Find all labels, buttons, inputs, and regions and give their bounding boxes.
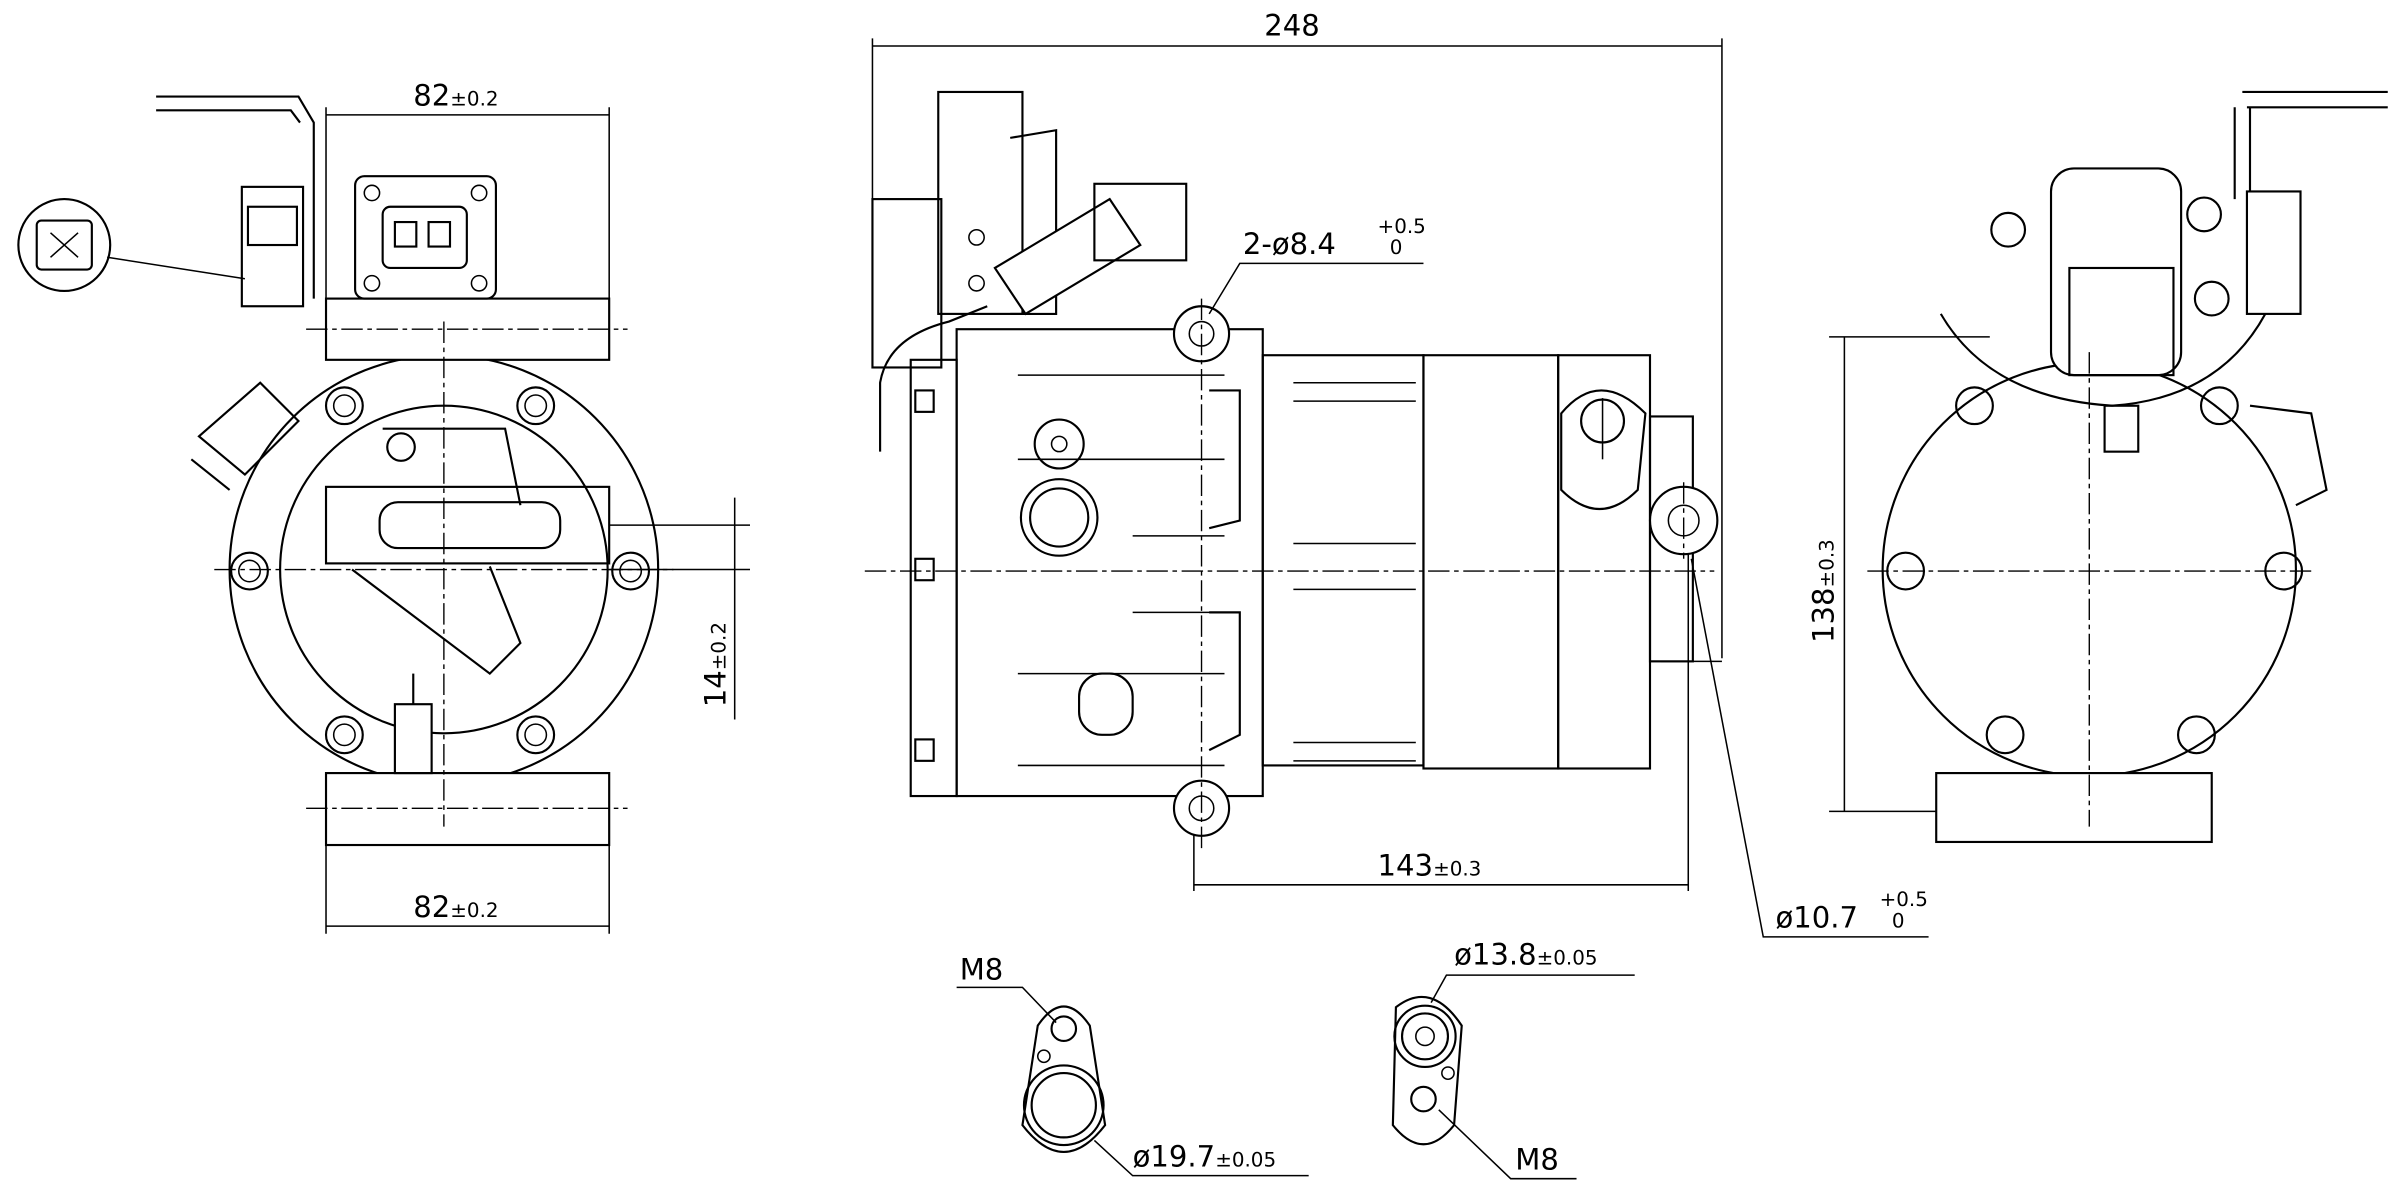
right-hole-tol-lower: 0 <box>1892 910 1905 933</box>
mount-holes-callout: 2-ø8.4 <box>1243 227 1336 261</box>
right-hole-tol-upper: +0.5 <box>1880 888 1928 911</box>
suction-port-side <box>1019 418 1099 557</box>
connector-detail-bubble <box>17 198 246 293</box>
bolt-holes <box>230 386 651 755</box>
mount-holes-tol-lower: 0 <box>1390 236 1403 259</box>
discharge-thread-label: M8 <box>1515 1143 1559 1177</box>
side-dim-mount: 143±0.3 <box>1378 849 1482 883</box>
suction-fitting-detail <box>956 986 1309 1177</box>
connector-housing <box>354 175 497 300</box>
side-dim-length: 248 <box>1264 8 1320 42</box>
discharge-port-side <box>1560 389 1647 511</box>
front-dim-top: 82±0.2 <box>413 79 498 113</box>
mount-holes-tol-upper: +0.5 <box>1378 215 1426 238</box>
side-view <box>864 38 1929 938</box>
front-dim-bottom: 82±0.2 <box>413 890 498 924</box>
rear-view <box>1829 90 2388 844</box>
front-view <box>17 95 750 934</box>
suction-bore-label: ø19.7±0.05 <box>1133 1139 1276 1173</box>
right-hole-callout: ø10.7 <box>1776 901 1859 935</box>
suction-thread-label: M8 <box>960 953 1004 987</box>
front-dim-height: 14±0.2 <box>699 622 733 707</box>
rear-dim-height: 138±0.3 <box>1807 539 1841 643</box>
discharge-fitting-detail <box>1391 974 1635 1180</box>
discharge-bore-label: ø13.8±0.05 <box>1454 937 1597 971</box>
